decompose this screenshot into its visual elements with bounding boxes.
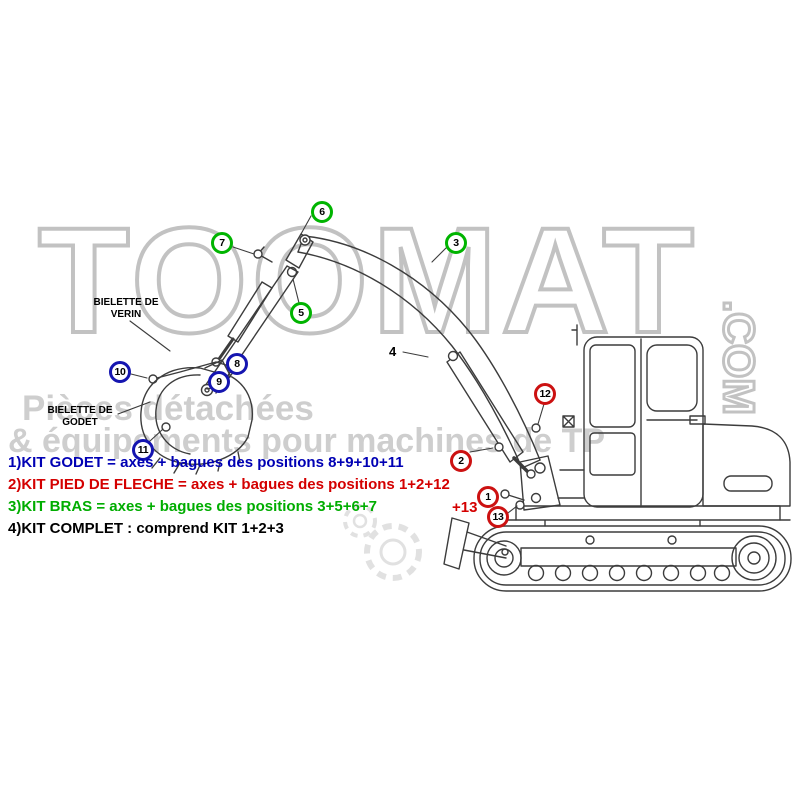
watermark: TOOMAT .COM Pièces détachées & équipemen…	[8, 194, 765, 581]
bucket	[140, 359, 254, 475]
engine-hood	[689, 415, 791, 507]
label-line: VERIN	[110, 308, 142, 320]
kit-legend-line-1: 1)KIT GODET = axes + bagues des position…	[8, 454, 404, 471]
label-bielette-de-godet: BIELETTE DE GODET	[40, 405, 120, 428]
label-line: BIELETTE DE	[47, 405, 113, 416]
leader-lines	[117, 215, 545, 514]
turret-base	[496, 505, 791, 527]
kit-legend-line-3: 3)KIT BRAS = axes + bagues des positions…	[8, 498, 377, 515]
swing-bracket	[500, 423, 585, 511]
label-line: GODET	[62, 416, 98, 428]
label-bielette-de-verin: BIELETTE DE VERIN	[86, 297, 166, 320]
kit-legend-line-2: 2)KIT PIED DE FLECHE = axes + bagues des…	[8, 476, 450, 493]
dozer-blade	[443, 517, 509, 570]
watermark-brand: TOOMAT	[38, 196, 698, 364]
cab	[562, 324, 704, 508]
tracks	[473, 525, 792, 592]
gear-watermark-icon	[343, 504, 422, 581]
watermark-brand-suffix: .COM	[714, 300, 763, 415]
label-line: BIELETTE DE	[93, 297, 159, 308]
watermark-tagline-1: Pièces détachées	[22, 389, 314, 428]
kit-legend-extra-13: +13	[452, 499, 478, 516]
kit-legend-line-4: 4)KIT COMPLET : comprend KIT 1+2+3	[8, 520, 284, 537]
kit-legend: 1)KIT GODET = axes + bagues des position…	[8, 452, 450, 540]
boom-cylinder	[446, 350, 536, 479]
